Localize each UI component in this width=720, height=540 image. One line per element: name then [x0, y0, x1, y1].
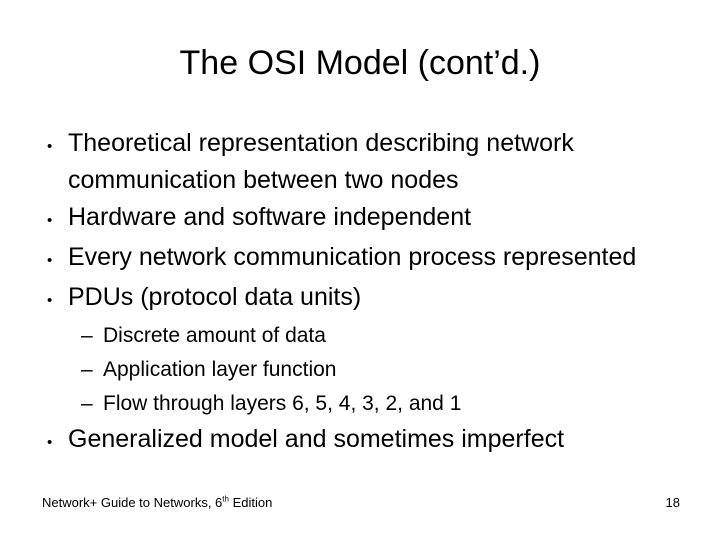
sub-bullet-item: – Application layer function [0, 353, 686, 387]
dash-icon: – [81, 358, 93, 381]
dash-icon: – [81, 392, 93, 415]
bullet-text: Hardware and software independent [68, 203, 472, 231]
sub-bullet-text: Discrete amount of data [103, 324, 326, 347]
slide-title: The OSI Model (cont’d.) [179, 44, 541, 82]
bullet-text: Generalized model and sometimes imperfec… [68, 425, 565, 453]
bullet-text: PDUs (protocol data units) [68, 283, 362, 311]
sub-bullet-text: Flow through layers 6, 5, 4, 3, 2, and 1 [103, 392, 462, 415]
bullet-list: • Generalized model and sometimes imperf… [0, 421, 686, 461]
sub-bullet-item: – Flow through layers 6, 5, 4, 3, 2, and… [0, 387, 686, 421]
bullet-icon: • [47, 434, 53, 451]
bullet-item: • Theoretical representation describing … [0, 125, 686, 199]
bullet-item: • PDUs (protocol data units) [0, 279, 686, 319]
bullet-text: Theoretical representation describing ne… [68, 129, 574, 194]
bullet-list: • Theoretical representation describing … [0, 125, 686, 319]
footer-edition-superscript: th [222, 494, 229, 504]
footer-book-title: Network+ Guide to Networks, 6th Edition [42, 495, 272, 511]
slide-body: • Theoretical representation describing … [0, 125, 720, 461]
footer-page-number: 18 [665, 495, 680, 510]
bullet-icon: • [47, 138, 53, 155]
dash-icon: – [81, 324, 93, 347]
bullet-icon: • [47, 292, 53, 309]
sub-bullet-list: – Discrete amount of data – Application … [0, 319, 686, 421]
footer-book-title-prefix: Network+ Guide to Networks, 6 [42, 495, 223, 510]
bullet-text: Every network communication process repr… [68, 243, 637, 271]
bullet-item: • Hardware and software independent [0, 199, 686, 239]
bullet-icon: • [47, 252, 53, 269]
sub-bullet-text: Application layer function [103, 358, 337, 381]
sub-bullet-item: – Discrete amount of data [0, 319, 686, 353]
bullet-item: • Generalized model and sometimes imperf… [0, 421, 686, 461]
footer-book-title-suffix: Edition [228, 495, 273, 510]
bullet-item: • Every network communication process re… [0, 239, 686, 279]
bullet-icon: • [47, 212, 53, 229]
